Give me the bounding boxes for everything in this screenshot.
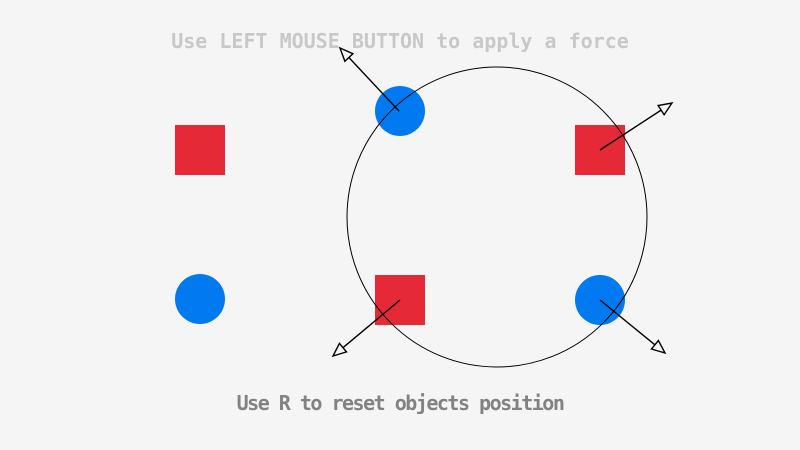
red-square-top-left[interactable] xyxy=(175,125,225,175)
force-arrow-top-right-shaft xyxy=(599,109,662,151)
force-radius-circle xyxy=(346,66,648,368)
force-arrow-top-center-head-icon xyxy=(338,46,355,63)
force-arrow-bottom-right-shaft xyxy=(599,299,656,346)
instruction-apply-force: Use LEFT MOUSE BUTTON to apply a force xyxy=(171,29,629,53)
force-arrow-bottom-center-head-icon xyxy=(331,342,348,358)
blue-circle-bottom-left[interactable] xyxy=(175,274,225,324)
force-arrow-top-right-head-icon xyxy=(656,102,674,116)
force-arrow-bottom-center-shaft xyxy=(342,299,401,349)
force-arrow-top-center-shaft xyxy=(348,57,400,112)
force-arrow-bottom-right-head-icon xyxy=(650,339,667,355)
instruction-reset-objects: Use R to reset objects position xyxy=(236,391,565,415)
